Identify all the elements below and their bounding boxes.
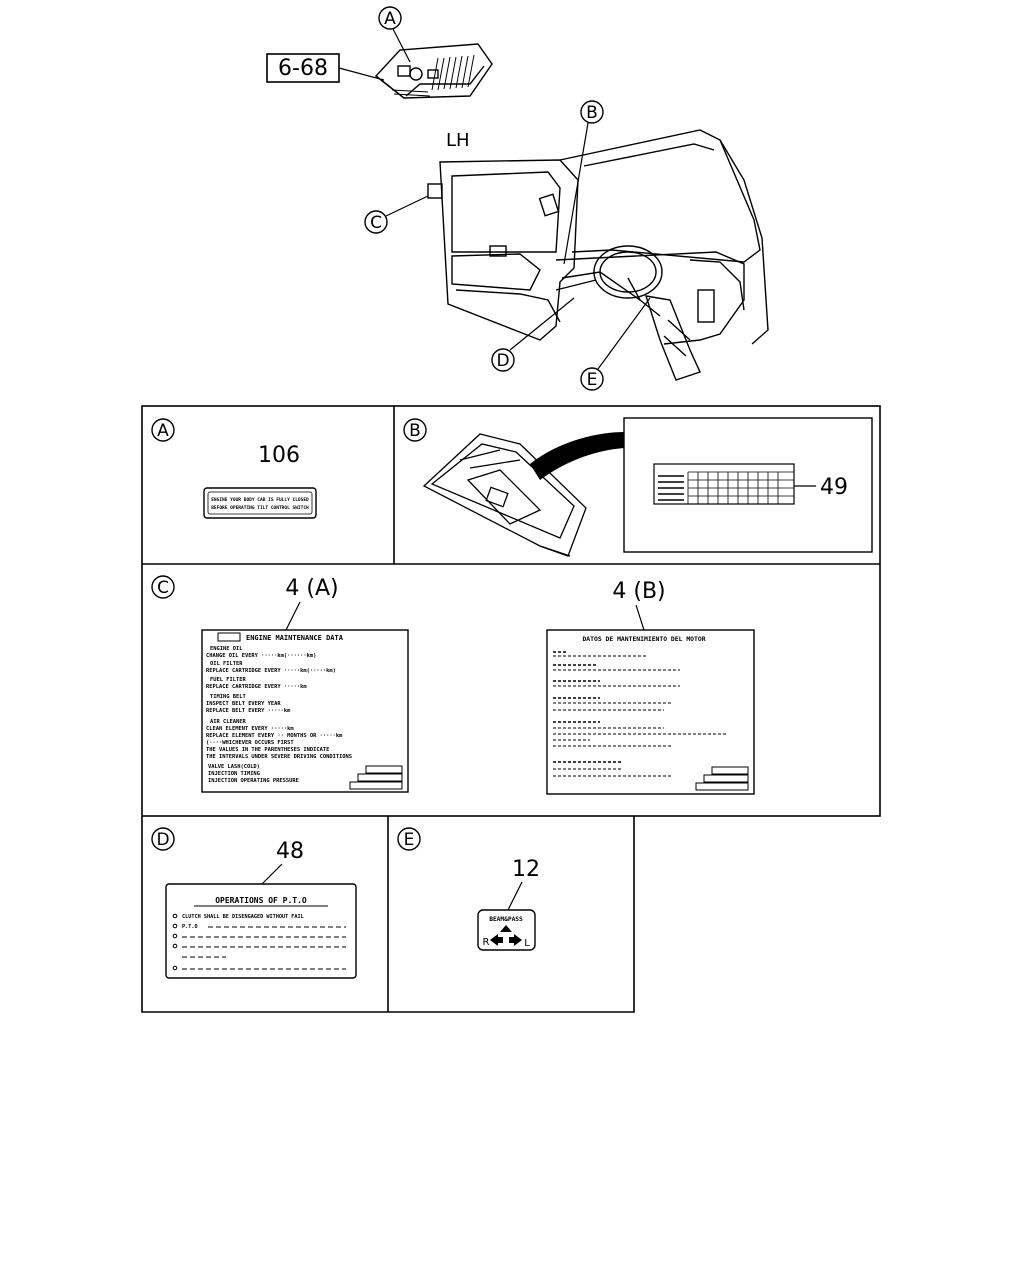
panel-a: A 106 ENGINE YOUR BODY CAB IS FULLY CLOS… <box>151 418 317 519</box>
panel-b-inset <box>623 417 873 553</box>
panel-c-letter: C <box>157 578 169 598</box>
label-49-grid <box>658 471 794 504</box>
panel-c: C 4 (A) ENGINE MAINTENANCE DATA ENGINE O… <box>151 575 755 795</box>
label-4a-line: THE INTERVALS UNDER SEVERE DRIVING CONDI… <box>206 754 352 760</box>
callout-b-circle <box>580 100 604 124</box>
ref-box-label: 6-68 <box>278 56 328 81</box>
panel-e-circle <box>397 827 421 851</box>
label-12-r: R <box>483 937 490 948</box>
turn-arrow-right-icon <box>509 934 522 946</box>
callout-a-circle <box>378 6 402 30</box>
label-4a-line: FUEL FILTER <box>210 677 246 683</box>
panel-d-part-no: 48 <box>276 839 304 864</box>
label-48-line-1: CLUTCH SHALL BE DISENGAGED WITHOUT FAIL <box>182 914 304 920</box>
beam-arrow-up-icon <box>500 925 512 932</box>
callout-e-leader <box>597 297 651 370</box>
callout-c-circle <box>364 210 388 234</box>
label-48 <box>165 883 357 979</box>
label-4a-line: OIL FILTER <box>210 661 243 667</box>
panel-d: D 48 OPERATIONS OF P.T.O CLUTCH SHALL BE… <box>151 827 357 979</box>
panel-e-letter: E <box>404 830 415 850</box>
detail-grid <box>141 405 881 1013</box>
callout-a-letter: A <box>384 9 396 29</box>
label-4a-line: REPLACE ELEMENT EVERY ·· MONTHS OR ·····… <box>206 733 343 739</box>
panel-a-letter: A <box>157 421 169 441</box>
callout-d-leader <box>509 297 575 351</box>
ref-leader <box>338 67 385 81</box>
label-48-title: OPERATIONS OF P.T.O <box>215 896 307 905</box>
label-48-line-2: P.T.O <box>182 924 198 930</box>
callout-c-leader <box>385 195 429 217</box>
panel-e-part-no: 12 <box>512 857 540 882</box>
callout-a-leader <box>392 28 411 63</box>
label-4a-line: INJECTION TIMING <box>208 771 260 777</box>
label-4b-leader <box>635 604 645 631</box>
label-4a-leader <box>285 601 301 631</box>
label-106-line-1: ENGINE YOUR BODY CAB IS FULLY CLOSED <box>211 497 309 503</box>
label-4a-line: (····WHICHEVER OCCURS FIRST <box>206 740 294 746</box>
label-4a-line: INJECTION OPERATING PRESSURE <box>208 778 299 784</box>
panel-e: E 12 BEAM&PASS R L <box>397 827 540 951</box>
label-106-line-2: BEFORE OPERATING TILT CONTROL SWITCH <box>211 505 309 511</box>
side-label: LH <box>446 130 470 151</box>
panel-b-letter: B <box>409 421 421 441</box>
label-4b-lines <box>553 651 728 777</box>
label-4a-title: ENGINE MAINTENANCE DATA <box>246 634 344 642</box>
label-4a-lines: ENGINE OIL CHANGE OIL EVERY ·····km(····… <box>206 646 352 784</box>
label-12-l: L <box>524 938 530 949</box>
label-4a-line: INSPECT BELT EVERY YEAR <box>206 701 281 707</box>
panel-b-circle <box>403 418 427 442</box>
callout-e-letter: E <box>587 370 598 390</box>
callout-d-circle <box>491 348 515 372</box>
label-12-leader <box>507 881 523 911</box>
overhead-console-drawing <box>374 43 493 99</box>
callout-d-letter: D <box>496 351 509 371</box>
label-4a-line: CHANGE OIL EVERY ·····km(······km) <box>206 653 316 659</box>
callout-e-circle <box>580 367 604 391</box>
panel-b: B <box>403 417 873 557</box>
panel-c-circle <box>151 575 175 599</box>
callout-b-leader <box>563 122 589 265</box>
reference-arrow <box>530 432 624 480</box>
panel-b-part-no: 49 <box>820 475 848 500</box>
panel-d-circle <box>151 827 175 851</box>
label-4a-line: AIR CLEANER <box>210 719 246 725</box>
panel-d-letter: D <box>156 830 169 850</box>
callout-c-letter: C <box>370 213 382 233</box>
label-4b <box>546 629 755 795</box>
callout-b-letter: B <box>586 103 598 123</box>
label-4a <box>201 629 409 793</box>
label-4a-line: CLEAN ELEMENT EVERY ·····km <box>206 726 294 732</box>
label-12 <box>477 909 536 951</box>
label-4b-title: DATOS DE MANTENIMIENTO DEL MOTOR <box>582 635 705 643</box>
label-4a-line: REPLACE CARTRIDGE EVERY ·····km <box>206 684 307 690</box>
overhead-console-detail <box>422 433 587 557</box>
turn-arrow-left-icon <box>490 934 503 946</box>
label-4a-line: THE VALUES IN THE PARENTHESES INDICATE <box>206 747 329 753</box>
panel-a-part-no: 106 <box>258 443 300 468</box>
label-4a-line: REPLACE CARTRIDGE EVERY ·····km(·····km) <box>206 668 336 674</box>
label-4a-line: VALVE LASH(COLD) <box>208 764 260 770</box>
label-48-leader <box>261 863 283 885</box>
panel-c-part-a-no: 4 (A) <box>285 576 338 601</box>
label-4b-value-boxes <box>695 766 749 791</box>
label-106 <box>203 487 317 519</box>
label-49 <box>653 463 795 505</box>
panel-c-part-b-no: 4 (B) <box>612 579 665 604</box>
label-4a-line: ENGINE OIL <box>210 646 243 652</box>
label-48-bullets <box>172 913 178 971</box>
label-48-lines <box>182 926 346 970</box>
panel-a-circle <box>151 418 175 442</box>
label-12-top: BEAM&PASS <box>489 916 523 923</box>
label-4a-value-boxes <box>349 765 403 790</box>
label-4a-line: TIMING BELT <box>210 694 246 700</box>
label-4a-line: REPLACE BELT EVERY ·····km <box>206 708 291 714</box>
cab-interior-drawing <box>427 129 769 381</box>
